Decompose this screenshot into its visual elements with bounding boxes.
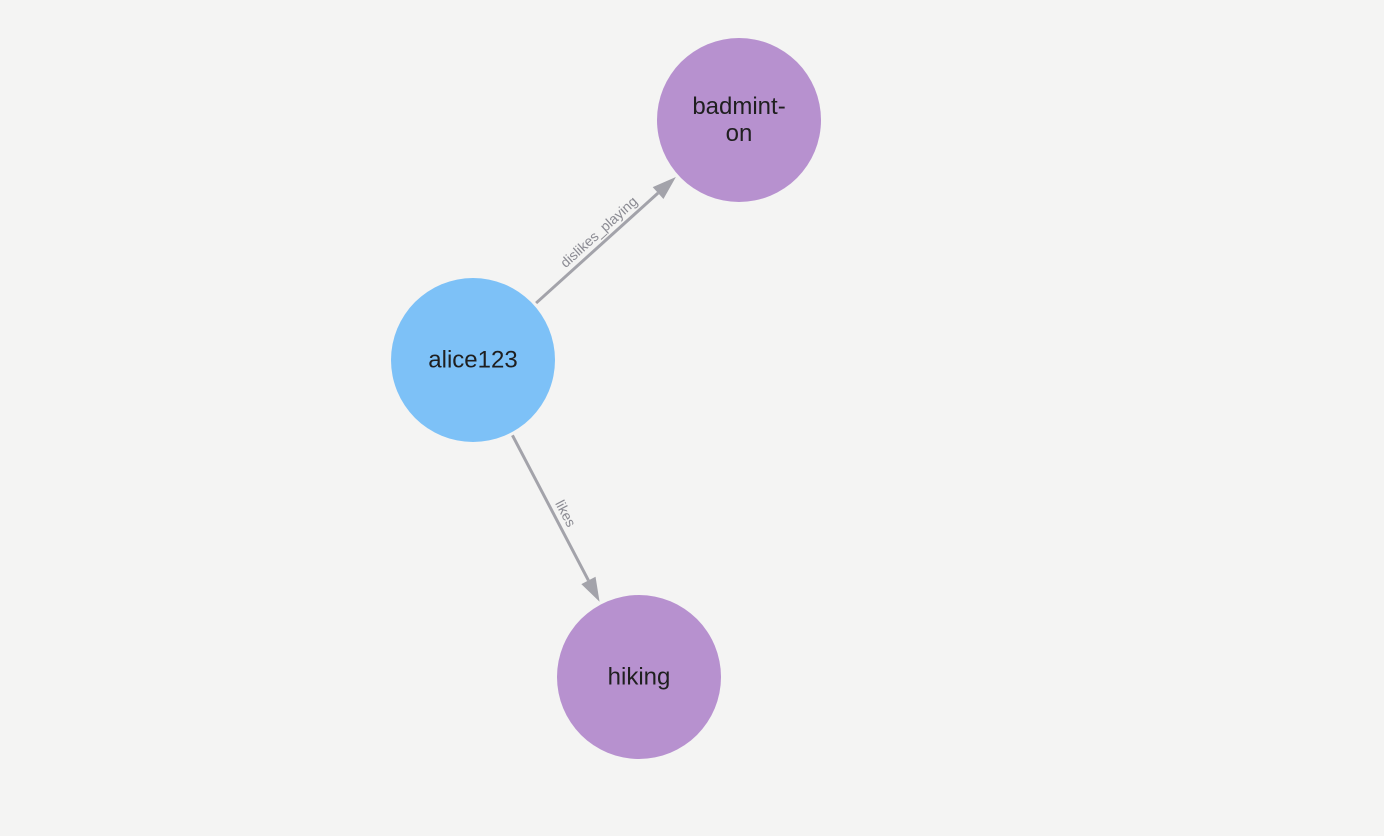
node-circle-badminton[interactable]: [657, 38, 821, 202]
edge-line-dislikes_playing[interactable]: [535, 191, 660, 305]
edge-arrowhead-icon: [581, 576, 600, 602]
graph-node-badminton[interactable]: badmint-on: [657, 38, 821, 202]
edge-arrowhead-icon: [652, 176, 676, 199]
edge-label: dislikes_playing: [557, 193, 641, 271]
graph-edge[interactable]: dislikes_playing: [535, 176, 676, 305]
graph-node-hiking[interactable]: hiking: [557, 595, 721, 759]
graph-node-alice123[interactable]: alice123: [391, 278, 555, 442]
edge-line-likes[interactable]: [511, 434, 590, 582]
node-circle-hiking[interactable]: [557, 595, 721, 759]
node-circle-alice123[interactable]: [391, 278, 555, 442]
edge-label: likes: [552, 497, 579, 529]
graph-edge[interactable]: likes: [511, 434, 600, 602]
